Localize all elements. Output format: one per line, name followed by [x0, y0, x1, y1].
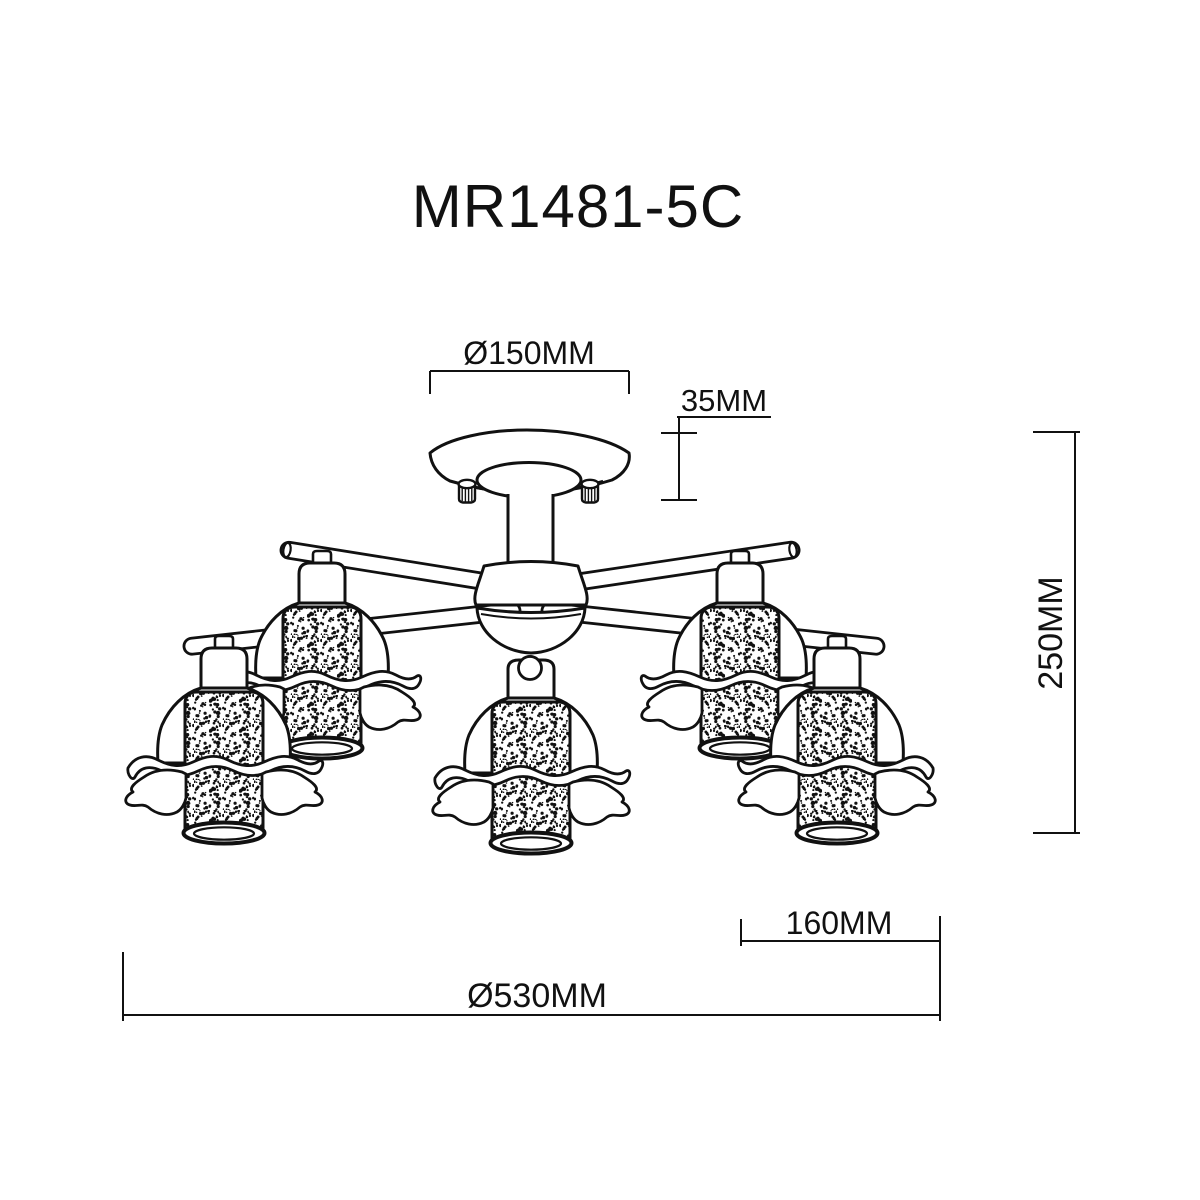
page-title: MR1481-5C — [412, 173, 744, 240]
canopy-screw-left — [457, 478, 477, 504]
arm-offset-label: 160MM — [786, 905, 893, 941]
fixture-diameter-label: Ø530MM — [467, 977, 607, 1015]
canopy-screw-right — [580, 478, 600, 504]
dimension-arm-offset: 160MM — [740, 905, 941, 1021]
hub-collar — [473, 560, 589, 607]
lamp-center — [433, 655, 630, 854]
fixture-height-label: 250MM — [1032, 576, 1070, 689]
central-hub — [473, 560, 589, 681]
hub-bowl — [475, 606, 587, 655]
dimension-canopy-height: 35MM — [661, 383, 771, 501]
ceiling-canopy — [428, 428, 631, 568]
dimension-canopy-diameter: Ø150MM — [429, 335, 630, 394]
dimension-annotations: Ø150MM 35MM 250MM 160MM Ø530MM — [122, 335, 1080, 1021]
dimension-fixture-height: 250MM — [1032, 431, 1080, 834]
dimension-fixture-diameter: Ø530MM — [122, 952, 940, 1021]
canopy-stem — [506, 492, 555, 568]
canopy-diameter-label: Ø150MM — [463, 335, 595, 371]
canopy-height-label: 35MM — [681, 383, 767, 418]
